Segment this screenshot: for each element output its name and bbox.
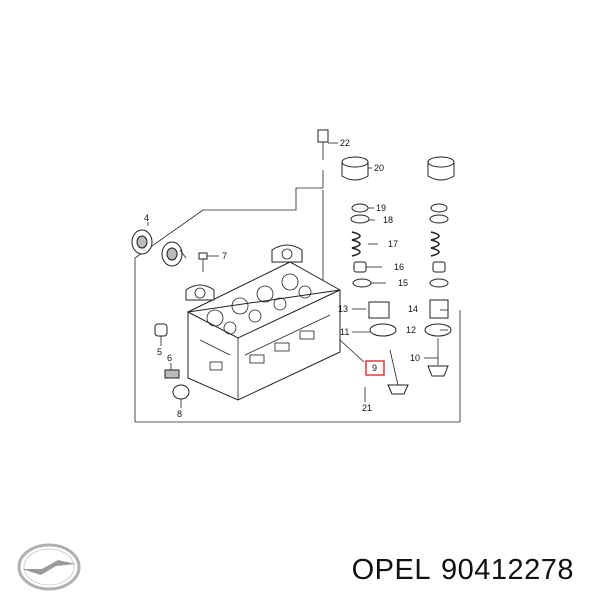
seal-pair — [131, 229, 183, 267]
callout-11: 11 — [340, 327, 349, 337]
highlight-box — [365, 360, 385, 376]
callout-14: 14 — [408, 304, 418, 314]
cam-cap-rear — [271, 244, 303, 263]
valve-10 — [427, 365, 449, 377]
callout-20: 20 — [374, 163, 384, 173]
seat-11 — [369, 323, 397, 337]
seal-8 — [172, 384, 190, 400]
part-number-label: OPEL 90412278 — [352, 554, 574, 587]
callout-9: 9 — [372, 363, 377, 373]
callout-21: 21 — [362, 403, 372, 413]
leader-lines — [147, 142, 448, 408]
bolt-7 — [198, 252, 208, 272]
bolt-22 — [317, 129, 329, 143]
frame-left — [134, 187, 323, 422]
brand-name: OPEL — [351, 554, 431, 586]
washer-15 — [352, 278, 372, 288]
callout-6: 6 — [167, 353, 172, 363]
cylinder-head — [186, 261, 341, 401]
callout-12: 12 — [406, 325, 416, 335]
callout-13: 13 — [338, 304, 348, 314]
opel-logo-icon — [17, 543, 81, 591]
collet-19 — [351, 203, 369, 213]
callout-15: 15 — [398, 278, 408, 288]
spring-17 — [351, 231, 361, 257]
fitting-6 — [164, 369, 180, 379]
callout-22: 22 — [340, 138, 350, 148]
callout-19: 19 — [376, 203, 386, 213]
callout-4: 4 — [144, 213, 149, 223]
callout-labels: 22 20 19 18 17 16 15 13 14 12 11 10 9 21… — [144, 138, 420, 419]
seat-12 — [424, 323, 452, 337]
cam-cap — [185, 284, 215, 301]
part-number: 90412278 — [440, 554, 574, 586]
callout-7: 7 — [222, 251, 227, 261]
callout-17: 17 — [388, 239, 398, 249]
callout-10: 10 — [410, 353, 420, 363]
guide-14 — [429, 299, 449, 319]
valve-column-left — [317, 129, 409, 402]
callout-8: 8 — [177, 409, 182, 419]
retainer-18 — [350, 214, 370, 224]
plug-5 — [154, 323, 168, 337]
seal-16 — [353, 261, 367, 273]
valve-9 — [387, 384, 409, 395]
callout-5: 5 — [157, 347, 162, 357]
guide-13 — [368, 301, 390, 319]
valve-column-right — [424, 156, 455, 377]
callout-16: 16 — [394, 262, 404, 272]
callout-18: 18 — [383, 215, 393, 225]
